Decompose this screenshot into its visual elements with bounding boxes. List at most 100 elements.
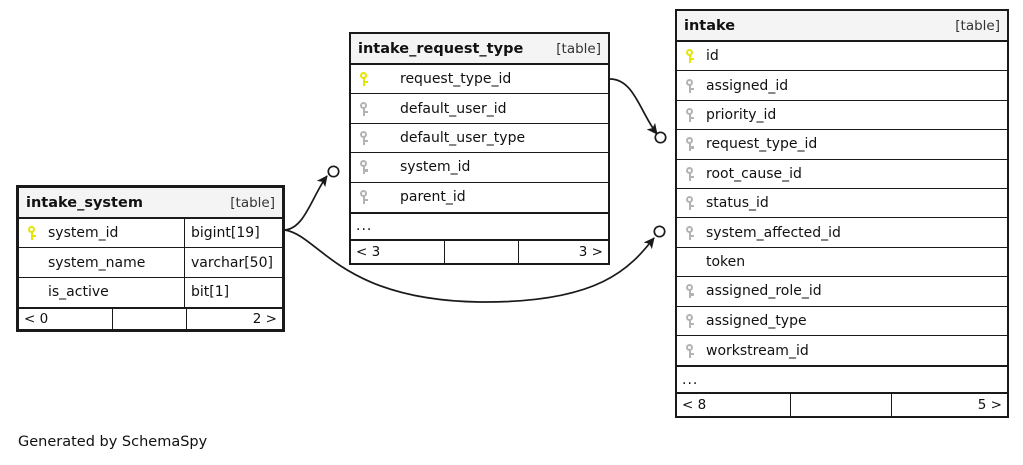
column-label: default_user_id xyxy=(400,100,507,117)
table-header: intake [table] xyxy=(677,11,1007,42)
table-title: intake xyxy=(684,17,736,34)
column-list: request_type_id default_user_id default_… xyxy=(351,65,608,212)
table-row[interactable]: is_active bit[1] xyxy=(19,277,282,308)
table-row[interactable]: system_id xyxy=(351,153,608,183)
table-row[interactable]: workstream_id xyxy=(677,336,1007,365)
table-row[interactable]: assigned_type xyxy=(677,307,1007,336)
column-label: request_type_id xyxy=(400,71,512,88)
table-row[interactable]: system_name varchar[50] xyxy=(19,248,282,278)
foreign-key-icon xyxy=(357,130,372,146)
footer-outgoing-count: 3 > xyxy=(578,243,603,260)
column-label: status_id xyxy=(706,195,769,212)
column-name-cell: status_id xyxy=(677,189,1007,217)
column-list: system_id bigint[19] system_name varchar… xyxy=(19,219,282,308)
table-row[interactable]: token xyxy=(677,248,1007,278)
table-header: intake_system [table] xyxy=(19,188,282,219)
column-name-cell: request_type_id xyxy=(677,130,1007,158)
table-row[interactable]: request_type_id xyxy=(677,130,1007,160)
edge-system-id-to-request-type xyxy=(284,165,340,231)
table-footer: < 3 3 > xyxy=(351,240,608,263)
table-row[interactable]: system_id bigint[19] xyxy=(19,219,282,249)
column-label: request_type_id xyxy=(706,136,818,153)
no-key-icon xyxy=(683,254,698,270)
column-name-cell: assigned_id xyxy=(677,71,1007,99)
column-type: bigint[19] xyxy=(184,219,282,248)
column-name-cell: assigned_type xyxy=(677,307,1007,335)
column-name-cell: workstream_id xyxy=(677,336,1007,365)
table-row[interactable]: priority_id xyxy=(677,101,1007,131)
table-footer: < 0 2 > xyxy=(19,307,282,330)
column-label: priority_id xyxy=(706,106,777,123)
column-name-cell: request_type_id xyxy=(351,65,608,93)
footer-incoming-count: < 8 xyxy=(682,397,707,414)
footer-middle xyxy=(112,309,187,330)
column-label: root_cause_id xyxy=(706,165,802,182)
table-row[interactable]: system_affected_id xyxy=(677,218,1007,248)
column-name-cell: parent_id xyxy=(351,183,608,212)
footer-middle xyxy=(444,240,519,263)
column-label: system_name xyxy=(48,254,146,271)
column-name-cell: default_user_type xyxy=(351,124,608,152)
table-intake-system[interactable]: intake_system [table] system_id bigint[1… xyxy=(16,185,285,333)
no-key-icon xyxy=(25,255,40,271)
table-row[interactable]: default_user_id xyxy=(351,94,608,124)
column-name-cell: system_id xyxy=(19,219,184,247)
column-label: id xyxy=(706,48,719,65)
footer-incoming-count: < 3 xyxy=(356,243,381,260)
table-row[interactable]: parent_id xyxy=(351,183,608,212)
column-name-cell: root_cause_id xyxy=(677,160,1007,188)
footer-incoming-count: < 0 xyxy=(24,311,49,328)
column-label: system_id xyxy=(48,225,119,242)
foreign-key-icon xyxy=(357,101,372,117)
generator-caption: Generated by SchemaSpy xyxy=(18,434,208,450)
column-label: workstream_id xyxy=(706,342,809,359)
table-intake[interactable]: intake [table] id assigned_id xyxy=(675,9,1009,419)
foreign-key-icon xyxy=(683,283,698,299)
table-row[interactable]: root_cause_id xyxy=(677,160,1007,189)
column-name-cell: is_active xyxy=(19,278,184,307)
table-title: intake_system xyxy=(26,194,143,211)
more-columns-indicator: ... xyxy=(351,211,608,241)
table-footer: < 8 5 > xyxy=(677,394,1007,417)
column-label: token xyxy=(706,253,746,270)
column-name-cell: default_user_id xyxy=(351,94,608,122)
foreign-key-icon xyxy=(357,189,372,205)
table-row[interactable]: assigned_role_id xyxy=(677,277,1007,307)
foreign-key-icon xyxy=(683,225,698,241)
no-key-icon xyxy=(25,284,40,300)
column-label: assigned_type xyxy=(706,312,807,329)
column-name-cell: priority_id xyxy=(677,101,1007,129)
table-intake-request-type[interactable]: intake_request_type [table] request_type… xyxy=(349,32,610,265)
column-name-cell: assigned_role_id xyxy=(677,277,1007,305)
foreign-key-icon xyxy=(357,159,372,175)
more-columns-indicator: ... xyxy=(677,365,1007,395)
foreign-key-icon xyxy=(683,136,698,152)
table-row[interactable]: id xyxy=(677,42,1007,72)
table-row[interactable]: assigned_id xyxy=(677,71,1007,101)
primary-key-icon xyxy=(683,48,698,64)
foreign-key-icon xyxy=(683,166,698,182)
primary-key-icon xyxy=(357,71,372,87)
column-label: is_active xyxy=(48,284,109,301)
footer-middle xyxy=(790,394,892,417)
table-row[interactable]: request_type_id xyxy=(351,65,608,95)
edge-request-type-id xyxy=(609,78,667,144)
column-label: parent_id xyxy=(400,189,466,206)
table-header: intake_request_type [table] xyxy=(351,34,608,65)
table-row[interactable]: default_user_type xyxy=(351,124,608,154)
column-label: assigned_role_id xyxy=(706,283,822,300)
column-name-cell: system_id xyxy=(351,153,608,181)
footer-outgoing-count: 5 > xyxy=(977,397,1002,414)
foreign-key-icon xyxy=(683,313,698,329)
column-name-cell: system_name xyxy=(19,248,184,276)
column-name-cell: system_affected_id xyxy=(677,218,1007,246)
column-label: default_user_type xyxy=(400,129,526,146)
table-title: intake_request_type xyxy=(358,40,524,57)
table-kind-label: [table] xyxy=(955,17,1000,34)
foreign-key-icon xyxy=(683,107,698,123)
table-kind-label: [table] xyxy=(556,40,601,57)
column-name-cell: token xyxy=(677,248,1007,276)
column-name-cell: id xyxy=(677,42,1007,70)
table-row[interactable]: status_id xyxy=(677,189,1007,219)
